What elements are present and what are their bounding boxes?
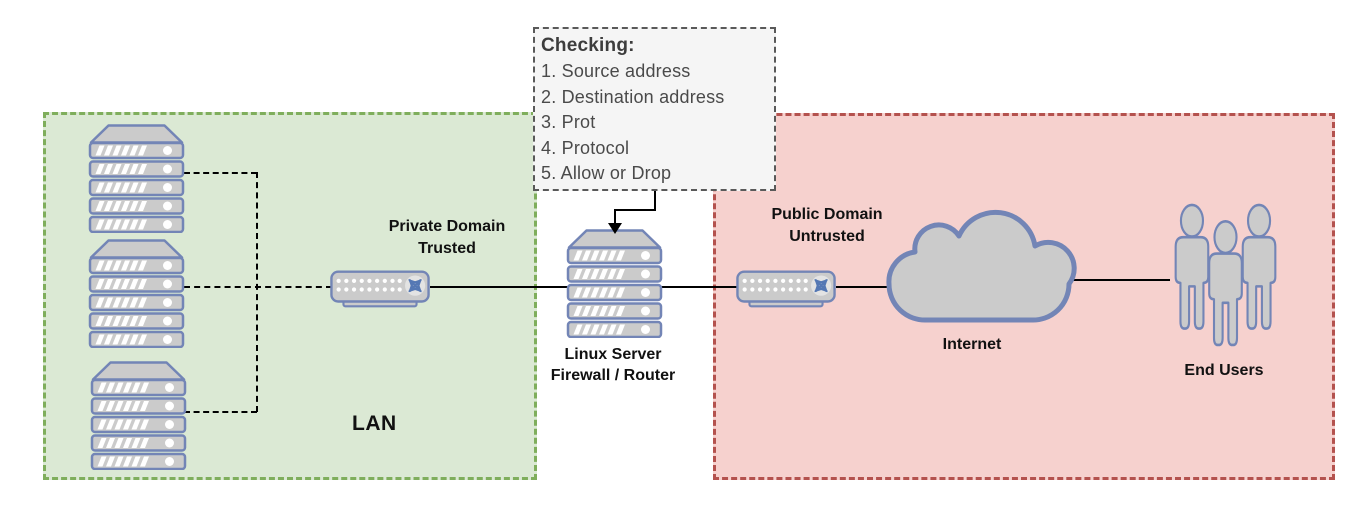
internet-cloud bbox=[880, 200, 1078, 331]
lan-label: LAN bbox=[352, 412, 397, 435]
connector-firewall-switch bbox=[661, 286, 739, 288]
connector-server2-dashed bbox=[184, 286, 332, 288]
connector-server1-dashed bbox=[184, 172, 257, 174]
end-users-label: End Users bbox=[1184, 362, 1264, 379]
server-stack-icon bbox=[88, 123, 185, 233]
switch-icon bbox=[330, 269, 430, 309]
checking-note-item: 2. Destination address bbox=[541, 86, 725, 107]
checking-note-title: Checking: bbox=[541, 35, 635, 56]
users-icon bbox=[1168, 202, 1283, 352]
lan-server-3 bbox=[90, 360, 187, 475]
switch-icon bbox=[736, 269, 836, 309]
internet-label: Internet bbox=[942, 336, 1002, 353]
connector-bus-dashed bbox=[256, 172, 258, 412]
checking-note-item: 1. Source address bbox=[541, 61, 691, 81]
lan-switch bbox=[330, 269, 430, 314]
firewall-label: Linux Server Firewall / Router bbox=[550, 346, 676, 384]
note-arrow-segment bbox=[654, 191, 656, 210]
note-arrow-segment bbox=[614, 209, 616, 224]
server-stack-icon bbox=[88, 238, 185, 348]
note-arrow-segment bbox=[614, 209, 656, 211]
cloud-icon bbox=[880, 200, 1078, 326]
server-stack-icon bbox=[566, 228, 663, 338]
connector-switch-cloud bbox=[836, 286, 890, 288]
note-arrow-head-icon bbox=[608, 223, 622, 234]
public-domain-label: Public Domain Untrusted bbox=[771, 206, 883, 245]
public-switch bbox=[736, 269, 836, 314]
firewall-server bbox=[566, 228, 663, 343]
checking-note-item: 4. Protocol bbox=[541, 137, 630, 158]
connector-switch-firewall bbox=[430, 286, 570, 288]
lan-server-1 bbox=[88, 123, 185, 238]
server-stack-icon bbox=[90, 360, 187, 470]
checking-note: Checking: 1. Source address 2. Destinati… bbox=[533, 27, 776, 191]
connector-server3-dashed bbox=[184, 411, 257, 413]
checking-note-item: 5. Allow or Drop bbox=[541, 163, 672, 183]
checking-note-item: 3. Prot bbox=[541, 112, 596, 132]
lan-server-2 bbox=[88, 238, 185, 353]
private-domain-label: Private Domain Trusted bbox=[388, 218, 506, 257]
end-users-group bbox=[1168, 202, 1283, 357]
connector-cloud-users bbox=[1070, 279, 1170, 281]
